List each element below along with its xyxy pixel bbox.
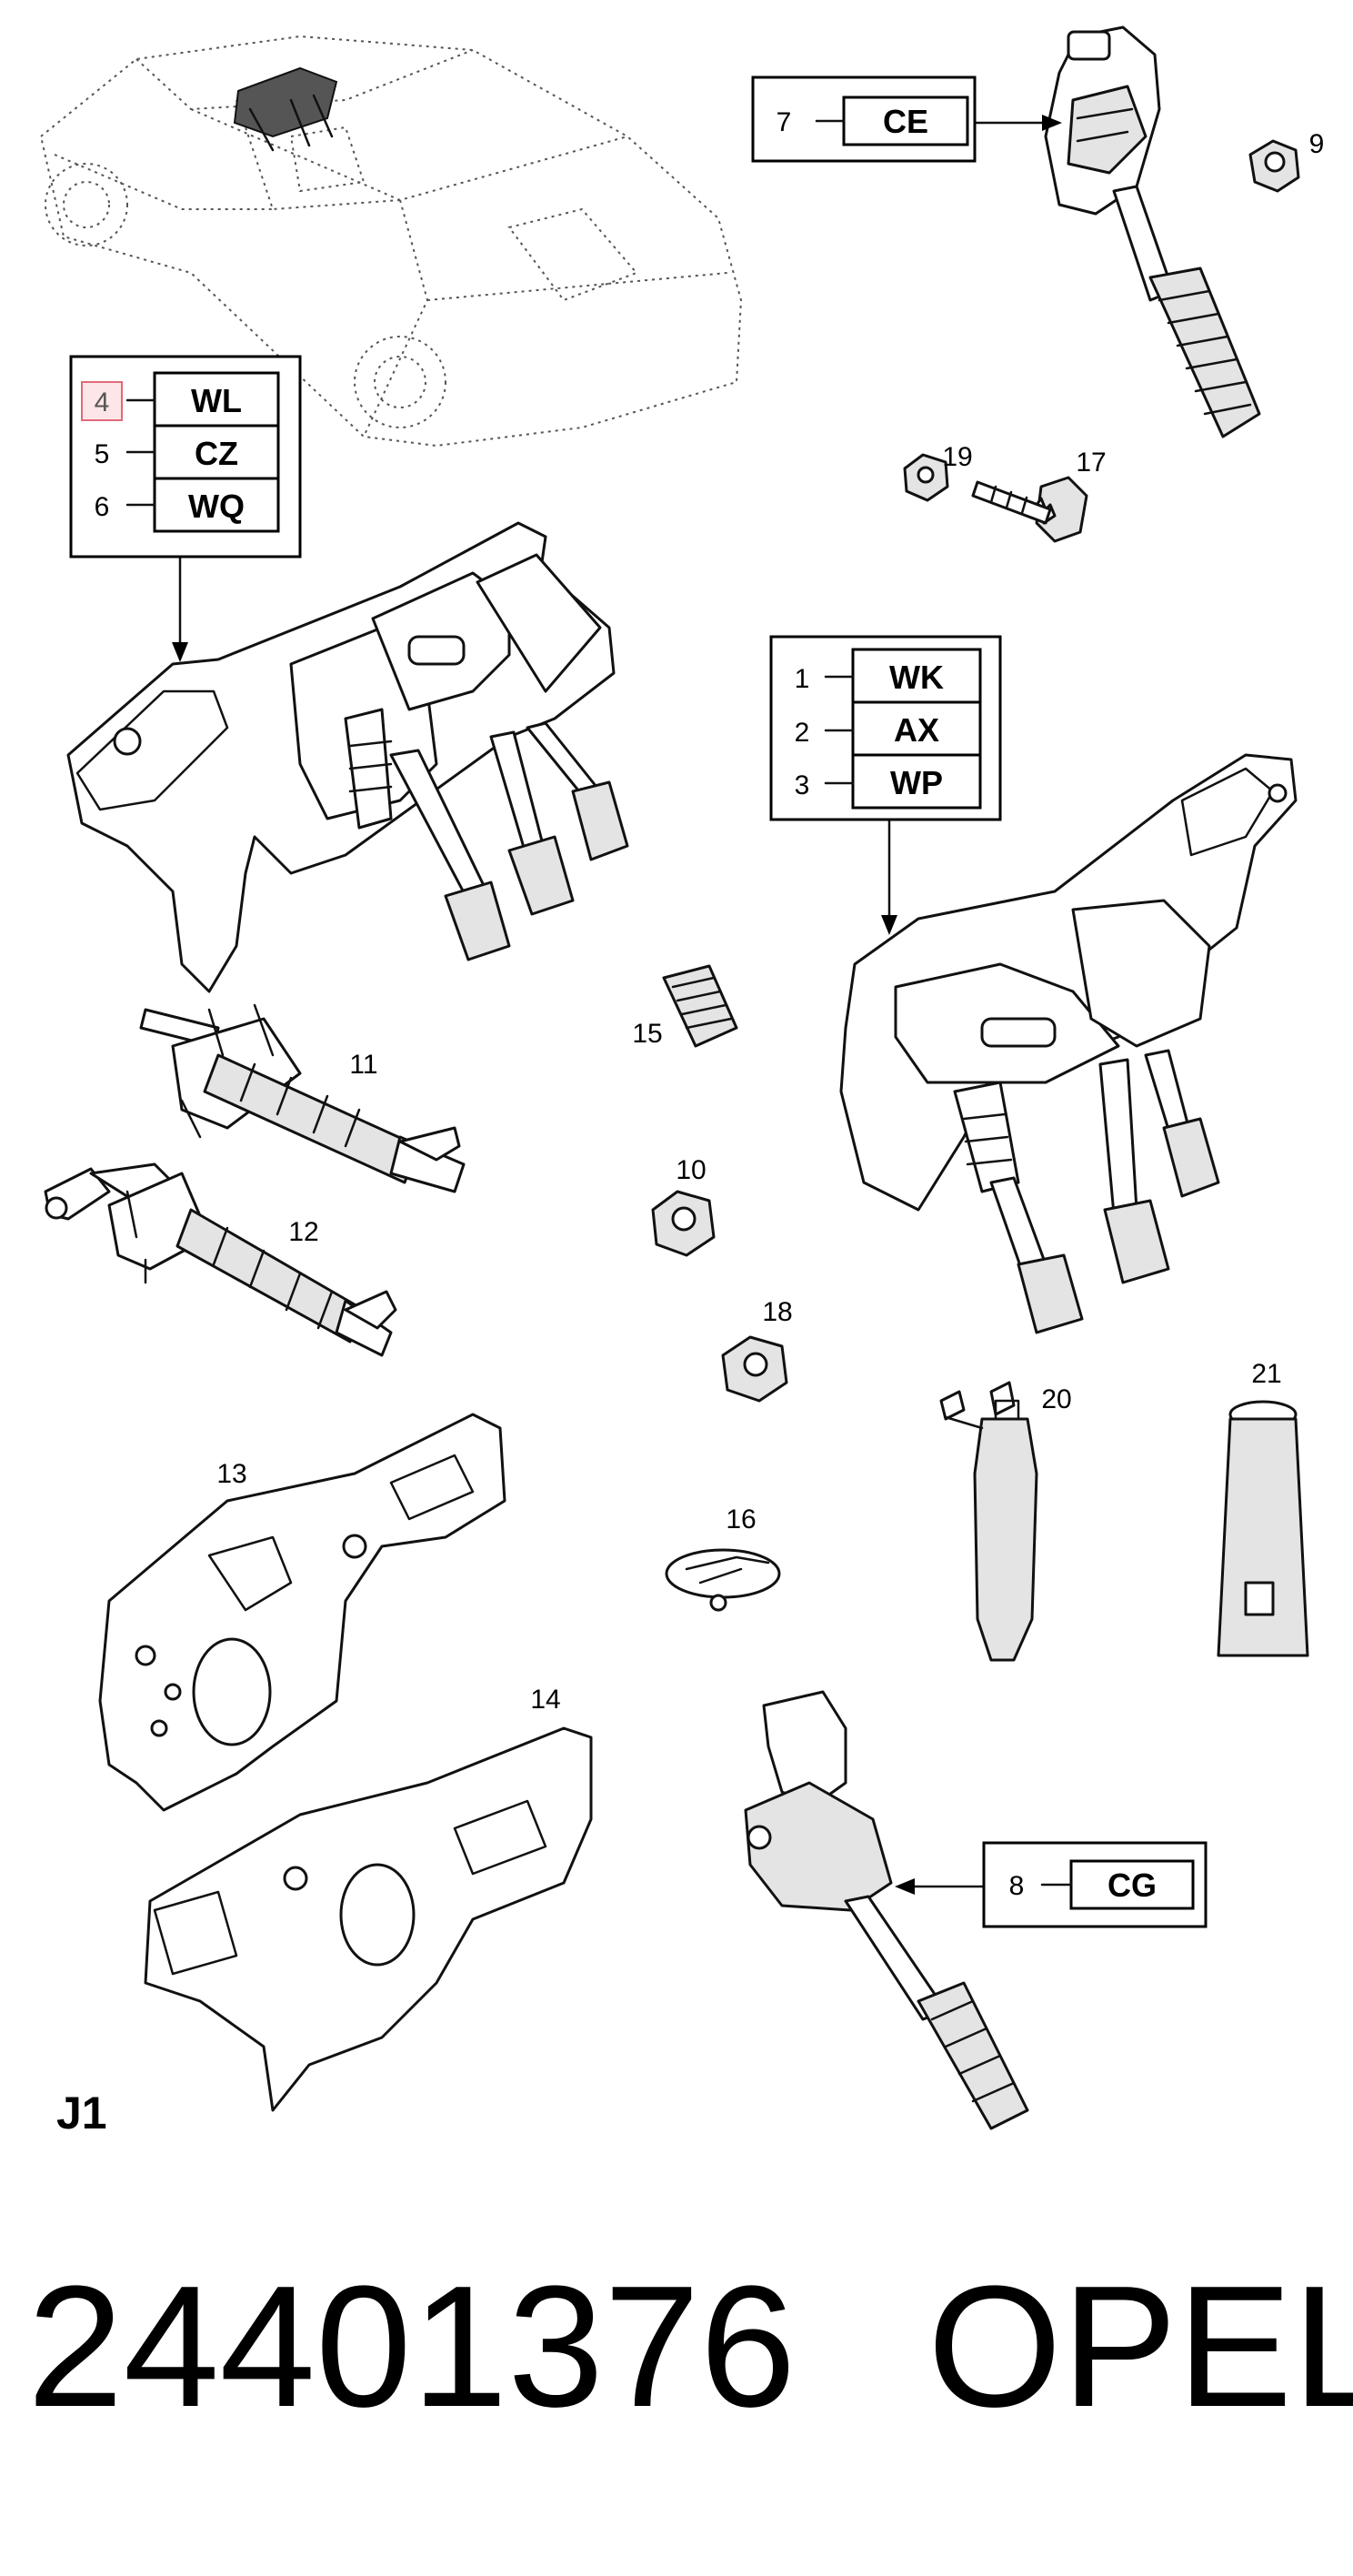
nut-18 [721, 1335, 788, 1403]
accelerator-pedal-upper [1044, 25, 1261, 438]
callout-num-4: 4 [95, 387, 110, 418]
pedal-box-right [839, 753, 1298, 1334]
callout-code-cz: CZ [195, 435, 238, 472]
accelerator-pedal-lower [744, 1690, 1029, 2130]
footer: 24401376 OPEL [27, 2238, 1353, 2456]
clutch-cylinder-11 [139, 1003, 466, 1193]
part-label-17: 17 [1076, 448, 1106, 478]
callout-code-ax: AX [894, 711, 939, 749]
callout-num-5: 5 [95, 439, 110, 469]
part-label-14: 14 [530, 1685, 560, 1715]
callout-code-wl: WL [191, 382, 242, 419]
grease-tube-21 [1217, 1400, 1309, 1657]
leader-lines [172, 115, 1062, 1895]
insulator-13 [98, 1413, 506, 1812]
highlight-marker [81, 381, 123, 421]
callout-num-2: 2 [795, 718, 810, 748]
clutch-cylinder-12 [44, 1162, 397, 1357]
callout-group-cg: 8 CG [982, 1841, 1208, 1928]
callout-code-wk: WK [889, 659, 944, 696]
callout-num-1: 1 [795, 664, 810, 694]
callout-num-3: 3 [795, 770, 810, 800]
part-label-11: 11 [349, 1050, 377, 1080]
part-number: 24401376 [27, 2250, 797, 2443]
callout-code-cg: CG [1107, 1867, 1157, 1904]
callout-num-8: 8 [1009, 1871, 1025, 1901]
pedal-box-left [66, 521, 629, 993]
insulator-14 [144, 1726, 593, 2112]
part-label-9: 9 [1309, 129, 1325, 159]
bolt-17 [971, 476, 1088, 543]
grease-cartridge-20 [939, 1381, 1038, 1662]
part-label-18: 18 [762, 1297, 792, 1327]
brand-name: OPEL [927, 2250, 1353, 2443]
part-label-20: 20 [1041, 1384, 1071, 1414]
part-label-21: 21 [1251, 1359, 1281, 1389]
callout-group-wk-ax-wp: 1 2 3 WK AX WP [769, 635, 1002, 821]
pedal-pad-15 [662, 964, 738, 1048]
callout-group-wl-cz-wq: 4 5 6 WL CZ WQ [69, 355, 302, 558]
nut-10 [651, 1190, 716, 1257]
part-label-19: 19 [942, 442, 972, 472]
callout-num-7: 7 [777, 107, 792, 137]
clip-16 [665, 1548, 781, 1612]
part-label-12: 12 [288, 1217, 318, 1247]
callout-group-ce: 7 CE [751, 75, 977, 163]
nut-9 [1248, 139, 1300, 193]
callout-code-wp: WP [890, 764, 943, 801]
part-label-16: 16 [726, 1504, 756, 1535]
sheet-label: J1 [56, 2088, 107, 2138]
part-label-13: 13 [216, 1459, 246, 1489]
part-labels: 9 19 17 11 15 10 12 18 20 21 13 16 14 [216, 129, 1324, 1715]
part-label-10: 10 [676, 1155, 706, 1185]
nut-19 [903, 453, 949, 502]
callout-code-ce: CE [883, 103, 928, 140]
callout-code-wq: WQ [188, 488, 245, 525]
vehicle-outline [39, 35, 743, 448]
part-label-15: 15 [632, 1019, 662, 1049]
callout-num-6: 6 [95, 492, 110, 522]
